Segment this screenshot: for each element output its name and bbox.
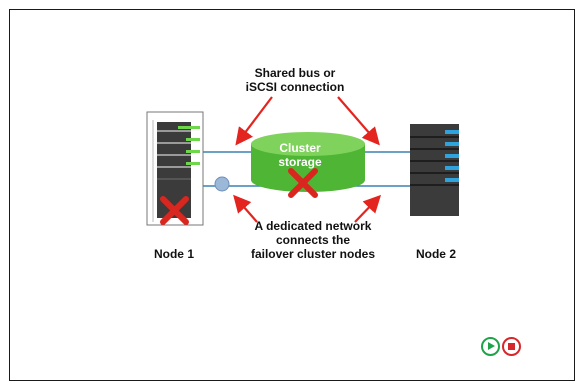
cluster-storage-cylinder: [251, 132, 365, 192]
storage-cylinder-top: [251, 132, 365, 156]
node1-slot: [157, 166, 191, 168]
arrow-to-shared-bus-left: [235, 96, 273, 146]
dedicated-network-label: A dedicated network connects the failove…: [238, 219, 388, 261]
node1-slot-lower: [157, 178, 191, 180]
node2-slot: [410, 184, 459, 186]
node2-blue-light: [445, 178, 459, 182]
play-button[interactable]: [481, 337, 500, 356]
shared-bus-label-line: Shared bus or: [254, 66, 336, 80]
cluster-storage-label: Cluster storage: [262, 141, 338, 169]
shared-bus-label: Shared bus or iSCSI connection: [230, 66, 360, 94]
dedicated-network-label-line: A dedicated network: [254, 219, 372, 233]
arrow-to-network-left: [233, 194, 258, 223]
node2-slot: [410, 160, 459, 162]
node1-slot: [157, 130, 191, 132]
arrow-to-network-right: [354, 194, 382, 223]
node2-slot: [410, 148, 459, 150]
node1-green-light: [186, 138, 200, 141]
node1-failure-x-icon: [160, 196, 189, 225]
node1-slot: [157, 142, 191, 144]
cluster-storage-label-line: storage: [278, 155, 322, 169]
shared-bus-label-line: iSCSI connection: [245, 80, 345, 94]
node2-blue-light: [445, 154, 459, 158]
stop-button[interactable]: [502, 337, 521, 356]
node2-blue-light: [445, 142, 459, 146]
node2-slot: [410, 136, 459, 138]
node1-server-body: [157, 122, 191, 218]
node2-label: Node 2: [415, 247, 456, 261]
node1-label: Node 1: [153, 247, 194, 261]
node1-green-light: [186, 162, 200, 165]
arrow-to-shared-bus-right: [337, 96, 380, 146]
dedicated-network-label-line: failover cluster nodes: [250, 247, 376, 261]
storage-failure-x-icon: [288, 168, 318, 198]
node2-blue-light: [445, 166, 459, 170]
node1-green-light: [178, 126, 200, 129]
node2-server: [410, 124, 459, 216]
node2-slot: [410, 172, 459, 174]
node1-green-light: [186, 150, 200, 153]
network-connector-dot: [214, 176, 230, 192]
dedicated-network-label-line: connects the: [275, 233, 350, 247]
node1-slot: [157, 154, 191, 156]
cluster-storage-label-line: Cluster: [279, 141, 321, 155]
node2-blue-light: [445, 130, 459, 134]
